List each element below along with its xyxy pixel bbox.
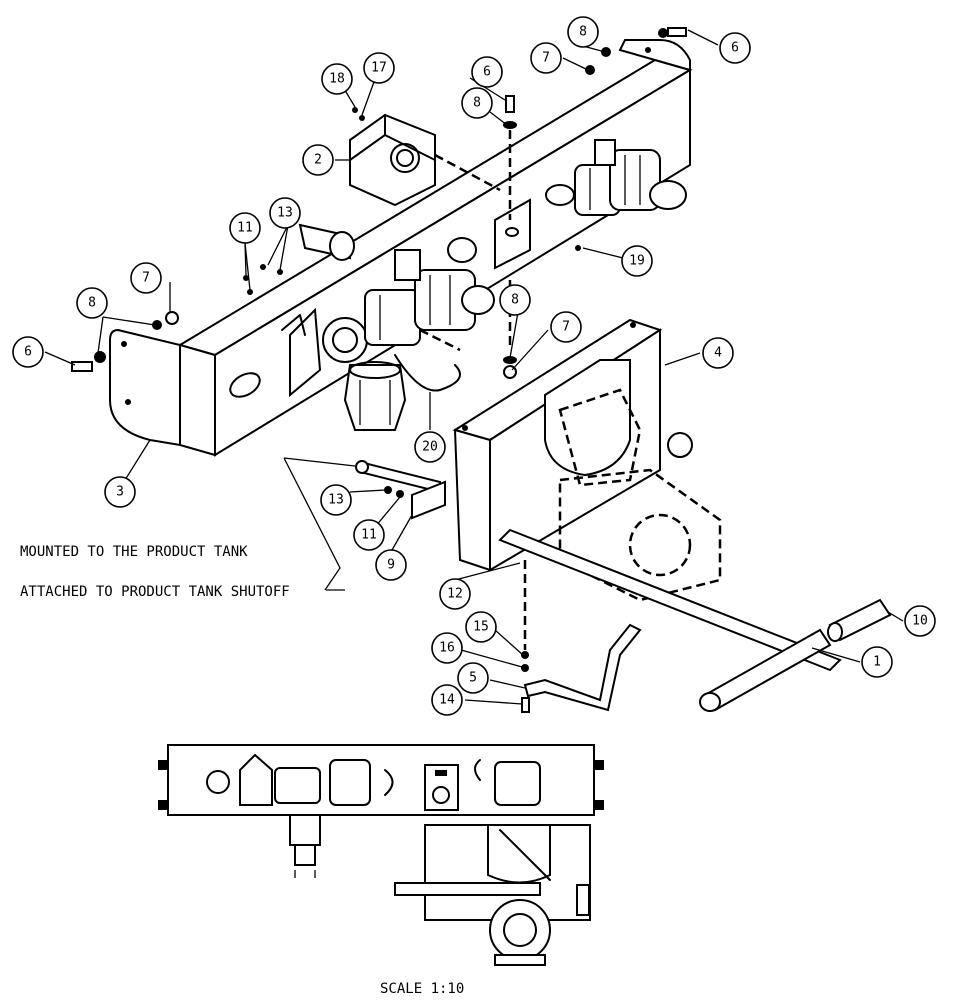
callout-17: 17 (363, 52, 395, 84)
electrical-box (349, 107, 436, 207)
svg-text:1: 1 (873, 655, 881, 670)
callout-bubbles: 1 2 3 4 5 6 6 6 7 7 7 8 8 8 8 9 10 11 11… (12, 16, 936, 716)
svg-text:3: 3 (116, 485, 124, 500)
svg-text:6: 6 (483, 65, 491, 80)
svg-text:17: 17 (371, 61, 387, 76)
callout-3: 3 (104, 476, 136, 508)
svg-text:19: 19 (629, 254, 645, 269)
callout-20: 20 (414, 431, 446, 463)
svg-text:6: 6 (24, 345, 32, 360)
svg-text:7: 7 (142, 271, 150, 286)
note-mounted: MOUNTED TO THE PRODUCT TANK (20, 544, 248, 560)
coupler-assembly (343, 361, 407, 431)
assembled-view (158, 744, 604, 966)
callout-1: 1 (861, 646, 893, 678)
svg-text:18: 18 (329, 72, 345, 87)
callout-7-top: 7 (530, 42, 562, 74)
callout-7-left: 7 (130, 262, 162, 294)
callout-16: 16 (431, 632, 463, 664)
svg-text:8: 8 (579, 25, 587, 40)
svg-text:8: 8 (511, 293, 519, 308)
wire-harness (394, 354, 461, 392)
svg-text:13: 13 (328, 493, 344, 508)
handle-grip (827, 598, 892, 642)
callout-15: 15 (465, 611, 497, 643)
callout-7-mid: 7 (550, 311, 582, 343)
tank-bracket (452, 318, 663, 572)
callout-6-right: 6 (719, 32, 751, 64)
svg-text:10: 10 (912, 614, 928, 629)
callout-4: 4 (702, 337, 734, 369)
svg-text:8: 8 (88, 296, 96, 311)
callout-13-top: 13 (269, 197, 301, 229)
pin-assembly (355, 460, 446, 520)
svg-text:7: 7 (562, 320, 570, 335)
callout-11-top: 11 (229, 212, 261, 244)
chute-bracket (289, 307, 322, 398)
svg-text:15: 15 (473, 620, 489, 635)
callout-6-left: 6 (12, 336, 44, 368)
callout-19: 19 (621, 245, 653, 277)
svg-text:4: 4 (714, 346, 722, 361)
svg-text:11: 11 (237, 221, 253, 236)
svg-text:16: 16 (439, 641, 455, 656)
scale-label: SCALE 1:10 (380, 981, 464, 997)
svg-text:13: 13 (277, 206, 293, 221)
callout-8-right: 8 (567, 16, 599, 48)
hose-fitting (298, 223, 355, 261)
callout-8-left: 8 (76, 287, 108, 319)
svg-text:20: 20 (422, 440, 438, 455)
callout-6-top: 6 (471, 56, 503, 88)
svg-text:14: 14 (439, 693, 455, 708)
svg-text:12: 12 (447, 587, 463, 602)
callout-11-bottom: 11 (353, 519, 385, 551)
callout-14: 14 (431, 684, 463, 716)
svg-text:5: 5 (469, 671, 477, 686)
link-arm (523, 623, 642, 712)
note-attached: ATTACHED TO PRODUCT TANK SHUTOFF (20, 584, 290, 600)
handle-bar (498, 528, 842, 712)
callout-9: 9 (375, 549, 407, 581)
callout-10: 10 (904, 605, 936, 637)
access-plate (494, 198, 531, 270)
callout-2: 2 (302, 144, 334, 176)
hardware-fasteners (71, 27, 687, 713)
svg-text:6: 6 (731, 41, 739, 56)
valve-assembly-right (545, 139, 687, 216)
callout-13-bottom: 13 (320, 484, 352, 516)
svg-text:7: 7 (542, 51, 550, 66)
callout-12: 12 (439, 578, 471, 610)
svg-text:2: 2 (314, 153, 322, 168)
svg-text:8: 8 (473, 96, 481, 111)
callout-5: 5 (457, 662, 489, 694)
svg-text:9: 9 (387, 558, 395, 573)
valve-assembly-middle (322, 237, 495, 363)
callout-8-top: 8 (461, 87, 493, 119)
svg-text:11: 11 (361, 528, 377, 543)
callout-8-mid: 8 (499, 284, 531, 316)
callout-18: 18 (321, 63, 353, 95)
